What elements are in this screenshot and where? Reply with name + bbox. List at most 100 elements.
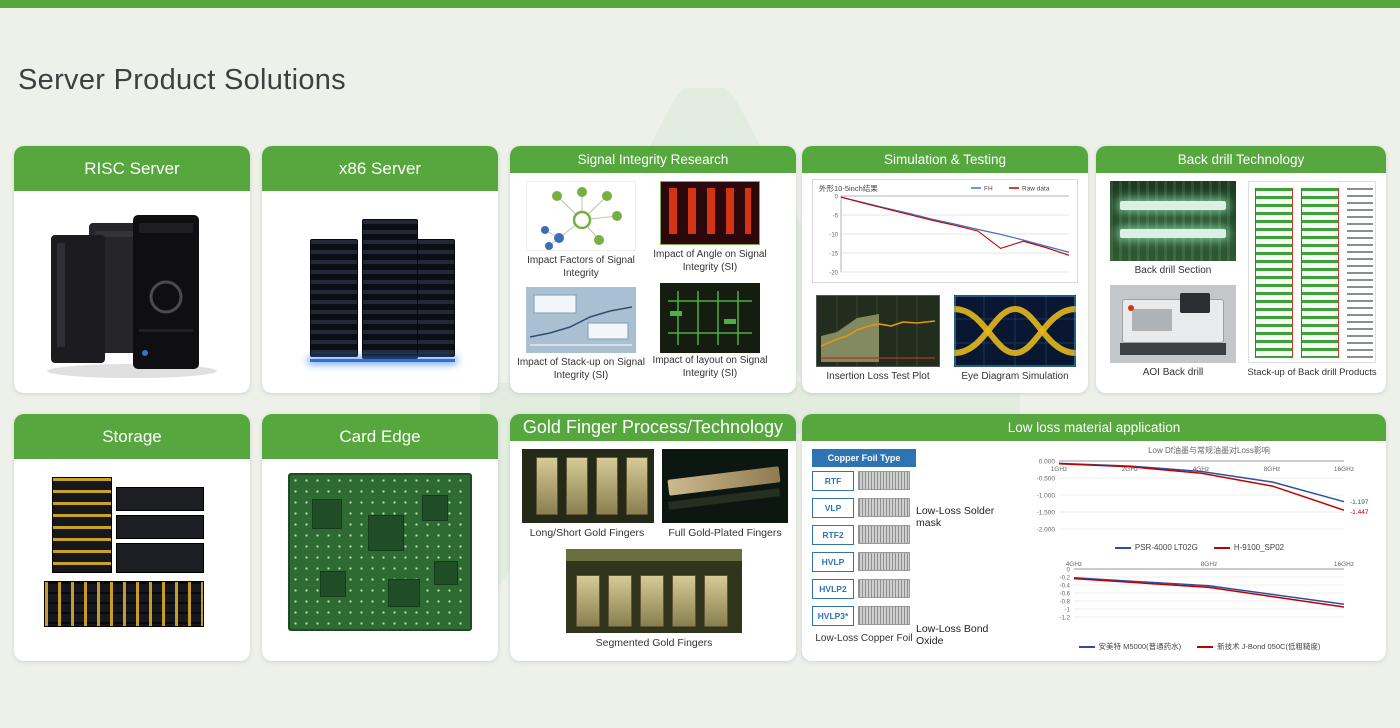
svg-text:-0.2: -0.2 xyxy=(1060,576,1071,582)
signal-integrity-title: Signal Integrity Research xyxy=(510,146,796,173)
svg-text:-1.000: -1.000 xyxy=(1037,493,1056,500)
top-accent-bar xyxy=(0,0,1400,8)
si-layout-caption: Impact of layout on Signal Integrity (SI… xyxy=(652,355,768,379)
si-angle-photo xyxy=(660,181,760,245)
card-risc-server: RISC Server xyxy=(14,146,250,393)
si-factors-caption: Impact Factors of Signal Integrity xyxy=(527,255,635,279)
back-drill-section-photo xyxy=(1110,181,1236,261)
svg-text:2GHz: 2GHz xyxy=(1122,466,1139,473)
card-simulation-testing: Simulation & Testing 外形10-5inch结果 FH Raw… xyxy=(802,146,1088,393)
card-card-edge: Card Edge xyxy=(262,414,498,661)
svg-text:-0.6: -0.6 xyxy=(1060,592,1071,598)
sim-chart-title: 外形10-5inch结果 xyxy=(819,183,878,193)
copper-foil-texture xyxy=(858,525,910,544)
gold-fingers-full-plated-caption: Full Gold-Plated Fingers xyxy=(668,527,782,539)
card-edge-photo xyxy=(262,459,498,661)
copper-foil-row: RTF xyxy=(812,467,916,494)
back-drill-stackup-photo xyxy=(1248,181,1376,363)
risc-server-title: RISC Server xyxy=(14,146,250,191)
back-drill-section-caption: Back drill Section xyxy=(1134,265,1212,276)
copper-foil-texture xyxy=(858,606,910,625)
si-stackup-caption: Impact of Stack-up on Signal Integrity (… xyxy=(517,357,645,381)
solder-blue-end-label: -1.197 xyxy=(1350,499,1369,506)
x86-server-title: x86 Server xyxy=(262,146,498,191)
back-drill-title: Back drill Technology xyxy=(1096,146,1386,173)
si-layout-photo xyxy=(660,283,760,353)
solder-chart-legend: PSR-4000 LT02G H-9100_SP02 xyxy=(1027,543,1372,552)
legend-item: 新技术 J-Bond 050C(低粗糙度) xyxy=(1197,641,1320,652)
copper-foil-caption: Low-Loss Copper Foil xyxy=(815,633,913,644)
bond-oxide-label: Low-Loss Bond Oxide xyxy=(916,623,989,647)
si-factors-diagram xyxy=(526,181,636,251)
si-stackup-photo xyxy=(526,287,636,353)
copper-foil-type: HVLP3* xyxy=(812,605,854,626)
insertion-loss-photo xyxy=(816,295,940,367)
copper-foil-type: HVLP xyxy=(812,551,854,572)
page-title: Server Product Solutions xyxy=(18,64,346,96)
svg-text:8GHz: 8GHz xyxy=(1201,561,1218,568)
svg-text:1GHz: 1GHz xyxy=(1051,466,1068,473)
svg-text:16GHz: 16GHz xyxy=(1334,466,1354,473)
svg-text:-0.4: -0.4 xyxy=(1060,584,1071,590)
aoi-back-drill-caption: AOI Back drill xyxy=(1142,367,1204,378)
svg-text:-15: -15 xyxy=(829,252,838,258)
svg-text:-10: -10 xyxy=(829,233,838,239)
svg-text:-0.8: -0.8 xyxy=(1060,600,1071,606)
card-back-drill: Back drill Technology Back drill Section… xyxy=(1096,146,1386,393)
copper-foil-row: RTF2 xyxy=(812,521,916,548)
card-edge-title: Card Edge xyxy=(262,414,498,459)
solder-mask-loss-chart: Low Df油墨与常规油墨对Loss影响 0.000 -0.500 -1.000… xyxy=(1014,443,1380,543)
solder-red-end-label: -1.447 xyxy=(1350,509,1369,516)
card-gold-finger: Gold Finger Process/Technology Long/Shor… xyxy=(510,414,796,661)
copper-foil-type: VLP xyxy=(812,497,854,518)
gold-fingers-full-plated-photo xyxy=(662,449,788,523)
risc-server-photo xyxy=(14,191,250,393)
copper-foil-texture xyxy=(858,552,910,571)
simulation-testing-title: Simulation & Testing xyxy=(802,146,1088,173)
sim-legend-raw: Raw data xyxy=(1022,186,1050,193)
gold-finger-title: Gold Finger Process/Technology xyxy=(510,414,796,441)
si-angle-caption: Impact of Angle on Signal Integrity (SI) xyxy=(653,249,767,273)
copper-foil-table: Copper Foil Type RTF VLP RTF2 HVLP HVLP2… xyxy=(812,449,916,629)
svg-text:-0.500: -0.500 xyxy=(1037,476,1056,483)
svg-text:-1.2: -1.2 xyxy=(1060,616,1071,622)
svg-text:0: 0 xyxy=(1067,568,1071,574)
copper-foil-type: RTF2 xyxy=(812,524,854,545)
legend-item: H-9100_SP02 xyxy=(1213,543,1284,552)
back-drill-stackup-caption: Stack-up of Back drill Products xyxy=(1247,367,1377,378)
copper-foil-texture xyxy=(858,471,910,490)
svg-text:8GHz: 8GHz xyxy=(1264,466,1281,473)
legend-item: PSR-4000 LT02G xyxy=(1114,543,1198,552)
low-loss-title: Low loss material application xyxy=(802,414,1386,441)
svg-text:-5: -5 xyxy=(833,214,839,220)
storage-photo xyxy=(14,459,250,661)
copper-foil-row: VLP xyxy=(812,494,916,521)
card-storage: Storage xyxy=(14,414,250,661)
svg-text:-20: -20 xyxy=(829,271,838,277)
copper-foil-row: HVLP xyxy=(812,548,916,575)
svg-text:0.000: 0.000 xyxy=(1039,459,1056,466)
sim-legend-fh: FH xyxy=(984,186,993,193)
gold-fingers-long-short-caption: Long/Short Gold Fingers xyxy=(529,527,645,539)
simulation-loss-chart: 外形10-5inch结果 FH Raw data 0 -5 -10 -15 -2… xyxy=(812,179,1078,283)
svg-text:16GHz: 16GHz xyxy=(1334,561,1354,568)
svg-text:-2.000: -2.000 xyxy=(1037,527,1056,534)
solder-mask-label: Low-Loss Solder mask xyxy=(916,505,995,529)
svg-text:4GHz: 4GHz xyxy=(1066,561,1083,568)
copper-foil-row: HVLP3* xyxy=(812,602,916,629)
svg-text:-1.500: -1.500 xyxy=(1037,510,1056,517)
solder-chart-title: Low Df油墨与常规油墨对Loss影响 xyxy=(1148,445,1270,455)
svg-text:4GHz: 4GHz xyxy=(1193,466,1210,473)
gold-fingers-long-short-photo xyxy=(522,449,654,523)
copper-foil-texture xyxy=(858,498,910,517)
eye-diagram-caption: Eye Diagram Simulation xyxy=(961,371,1069,382)
svg-text:-1: -1 xyxy=(1065,608,1071,614)
card-low-loss: Low loss material application Copper Foi… xyxy=(802,414,1386,661)
eye-diagram-photo xyxy=(954,295,1076,367)
copper-foil-type: HVLP2 xyxy=(812,578,854,599)
x86-server-photo xyxy=(262,191,498,393)
storage-title: Storage xyxy=(14,414,250,459)
card-x86-server: x86 Server xyxy=(262,146,498,393)
card-signal-integrity: Signal Integrity Research xyxy=(510,146,796,393)
legend-item: 安美特 M5000(普通药水) xyxy=(1078,641,1181,652)
